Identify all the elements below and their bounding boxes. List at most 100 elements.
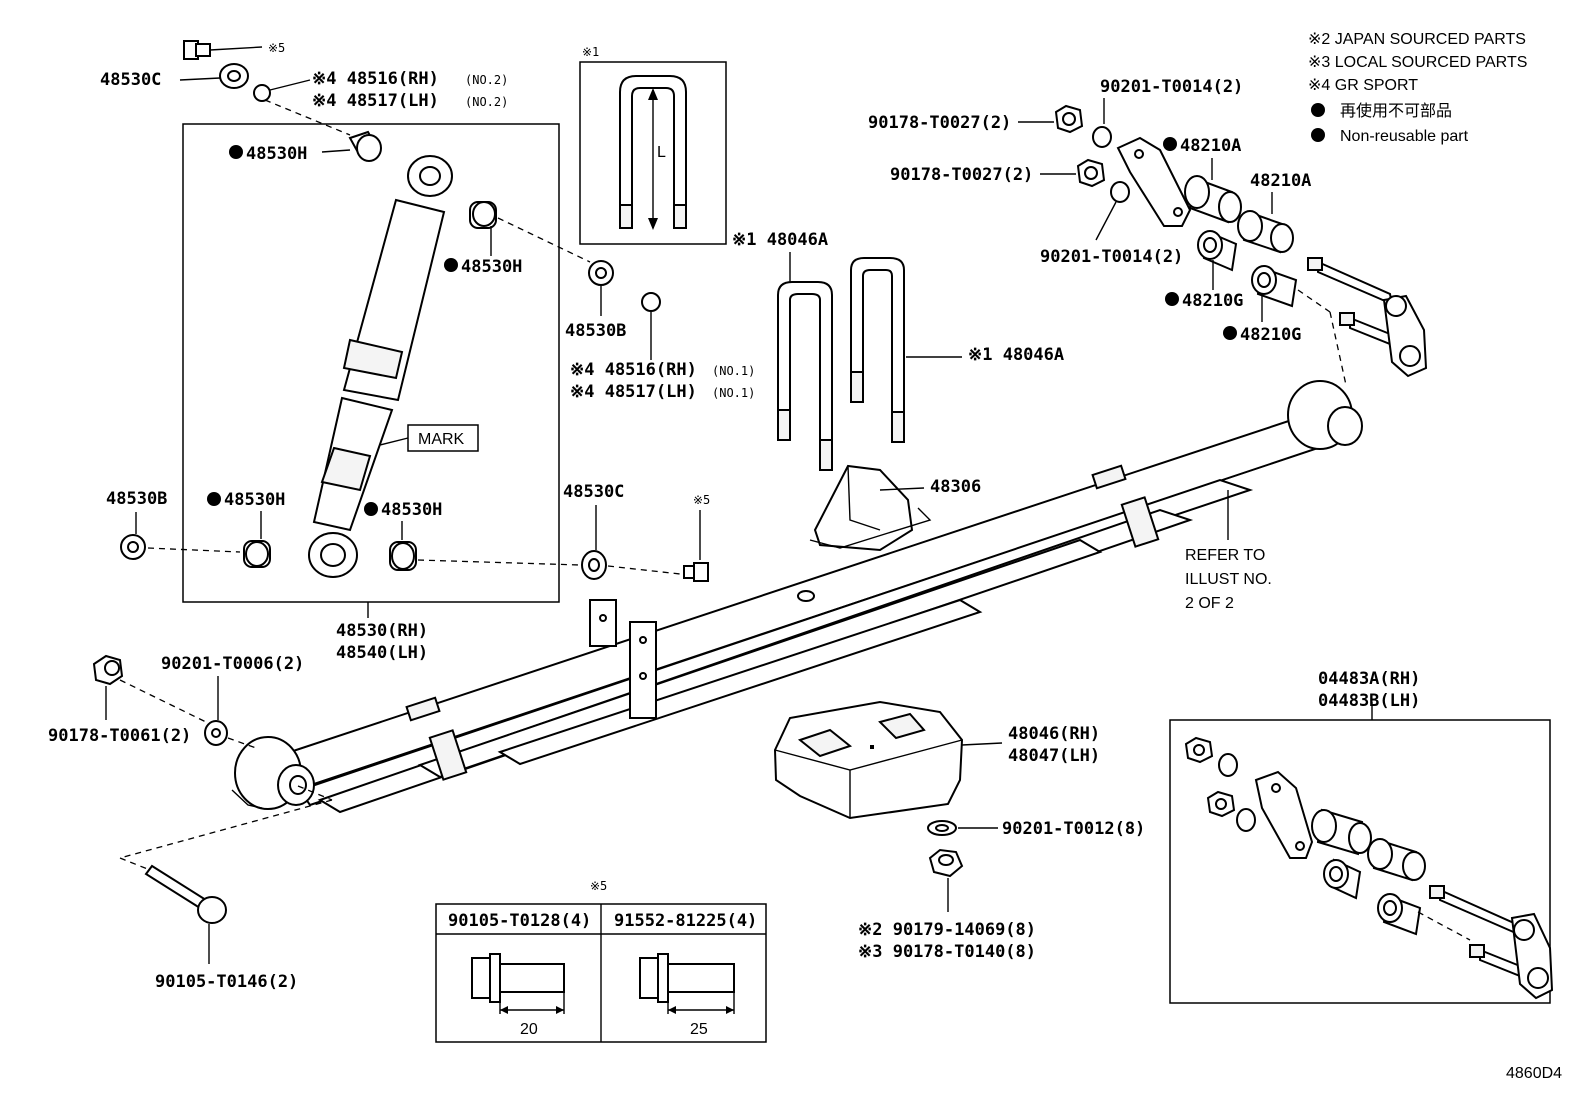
diagram-code: 4860D4 — [1506, 1065, 1562, 1082]
label-48046a-1: ※1 48046A — [732, 230, 828, 250]
leaf-spring[interactable] — [231, 380, 1363, 814]
label-48530-rh: 48530(RH) — [336, 621, 428, 641]
shock-absorber-group: ※5 48530C ※4 48516(RH) (NO.2) ※4 48517(L… — [100, 40, 755, 663]
nut-90179-14069[interactable] — [928, 848, 964, 878]
washer-48516-no1[interactable] — [641, 292, 661, 312]
refer-note-1: REFER TO — [1185, 547, 1265, 564]
label-48516-no1: ※4 48516(RH) — [570, 360, 697, 380]
label-48530c-top: 48530C — [100, 70, 161, 90]
label-48530c-mid: 48530C — [563, 482, 624, 502]
top-bolt[interactable] — [183, 40, 263, 60]
kit-box-04483 — [1169, 719, 1551, 1004]
label-48047-lh: 48047(LH) — [1008, 746, 1100, 766]
label-04483a: 04483A(RH) — [1318, 669, 1420, 689]
label-48530b-left: 48530B — [106, 489, 167, 509]
label-90178-t0140: ※3 90178-T0140(8) — [858, 942, 1036, 962]
label-48210g-1: 48210G — [1182, 291, 1243, 311]
label-90105-t0146: 90105-T0146(2) — [155, 972, 298, 992]
label-90201-t0006: 90201-T0006(2) — [161, 654, 304, 674]
u-bolt-detail: ※1 L — [579, 45, 727, 245]
label-x5-table: ※5 — [590, 879, 607, 893]
non-reusable-bullet-icon — [1165, 292, 1179, 306]
refer-note-2: ILLUST NO. — [1185, 571, 1272, 588]
table-header-90105-t0128: 90105-T0128(4) — [448, 911, 591, 931]
table-dim-20: 20 — [520, 1021, 538, 1038]
shackle-with-studs[interactable] — [1307, 257, 1428, 378]
label-90178-t0027-b: 90178-T0027(2) — [890, 165, 1033, 185]
label-48046a-2: ※1 48046A — [968, 345, 1064, 365]
washer-90201-t0014-a[interactable] — [1092, 126, 1112, 148]
legend-non-reusable-en: Non-reusable part — [1340, 128, 1469, 145]
label-48540-lh: 48540(LH) — [336, 643, 428, 663]
label-48530h-4: 48530H — [381, 500, 442, 520]
label-48516-no2: ※4 48516(RH) — [312, 69, 439, 89]
non-reusable-bullet-icon — [229, 145, 243, 159]
shock-assembly-box — [182, 123, 560, 603]
label-no2-b: (NO.2) — [465, 95, 508, 109]
non-reusable-bullet-icon — [207, 492, 221, 506]
label-90178-t0027-a: 90178-T0027(2) — [868, 113, 1011, 133]
label-48530h-3: 48530H — [224, 490, 285, 510]
label-48517-no2: ※4 48517(LH) — [312, 91, 439, 111]
label-90179-14069: ※2 90179-14069(8) — [858, 920, 1036, 940]
non-reusable-bullet-icon — [1163, 137, 1177, 151]
label-48530h-2: 48530H — [461, 257, 522, 277]
legend-japan-sourced: ※2 JAPAN SOURCED PARTS — [1308, 31, 1526, 48]
label-90201-t0014-b: 90201-T0014(2) — [1040, 247, 1183, 267]
label-48210a-2: 48210A — [1250, 171, 1311, 191]
non-reusable-bullet-icon — [444, 258, 458, 272]
label-no1-a: (NO.1) — [712, 364, 755, 378]
front-nut-90178-t0061[interactable] — [92, 654, 124, 686]
washer-90201-t0014-b[interactable] — [1110, 181, 1130, 203]
kit-parts[interactable] — [1184, 736, 1554, 1000]
label-no1-b: (NO.1) — [712, 386, 755, 400]
label-90201-t0014-a: 90201-T0014(2) — [1100, 77, 1243, 97]
label-x1-box: ※1 — [582, 45, 599, 59]
u-bolts[interactable] — [777, 257, 905, 471]
non-reusable-bullet-icon — [364, 502, 378, 516]
label-48210a-1: 48210A — [1180, 136, 1241, 156]
label-90201-t0012: 90201-T0012(8) — [1002, 819, 1145, 839]
refer-note-3: 2 OF 2 — [1185, 595, 1234, 612]
bushing-48210g-1[interactable] — [1197, 230, 1238, 272]
spring-seat-48046[interactable] — [773, 700, 964, 820]
label-48046-rh: 48046(RH) — [1008, 724, 1100, 744]
label-48530h-1: 48530H — [246, 144, 307, 164]
bushing-48530h-top[interactable] — [348, 130, 382, 162]
legend-local-sourced: ※3 LOCAL SOURCED PARTS — [1308, 54, 1527, 71]
bushing-48530h-lower-left[interactable] — [243, 540, 271, 568]
label-48306: 48306 — [930, 477, 981, 497]
legend: ※2 JAPAN SOURCED PARTS ※3 LOCAL SOURCED … — [1308, 31, 1527, 145]
bushing-48530h-right[interactable] — [469, 201, 497, 229]
non-reusable-bullet-icon — [1311, 128, 1325, 142]
nut-90178-t0027-b[interactable] — [1076, 158, 1106, 188]
shackle-plate[interactable] — [1116, 136, 1192, 227]
legend-non-reusable-jp: 再使用不可部品 — [1340, 102, 1452, 120]
non-reusable-bullet-icon — [1223, 326, 1237, 340]
table-header-91552-81225: 91552-81225(4) — [614, 911, 757, 931]
table-dim-25: 25 — [690, 1021, 708, 1038]
bushing-48210a-2[interactable] — [1237, 210, 1294, 254]
washer-48516-no2[interactable] — [253, 84, 271, 102]
label-l-dimension: L — [657, 144, 666, 161]
bushing-48530h-lower-right[interactable] — [389, 541, 417, 571]
label-48210g-2: 48210G — [1240, 325, 1301, 345]
legend-gr-sport: ※4 GR SPORT — [1308, 77, 1418, 94]
x5-bolt-table: ※5 90105-T0128(4) 91552-81225(4) 20 — [435, 879, 767, 1043]
bushing-48210a-1[interactable] — [1184, 175, 1242, 224]
bump-stopper-48306[interactable] — [809, 464, 932, 552]
non-reusable-bullet-icon — [1311, 103, 1325, 117]
bolt-90105-t0128-icon — [471, 953, 565, 1014]
label-no2-a: (NO.2) — [465, 73, 508, 87]
nut-90178-t0027-a[interactable] — [1054, 104, 1084, 134]
shock-absorber[interactable] — [308, 155, 453, 578]
bushing-48210g-2[interactable] — [1251, 265, 1298, 308]
bolt-x5-mid[interactable] — [683, 562, 709, 582]
label-x5-mid: ※5 — [693, 493, 710, 507]
label-04483b: 04483B(LH) — [1318, 691, 1420, 711]
bolt-90105-t0146[interactable] — [144, 864, 227, 924]
label-48517-no1: ※4 48517(LH) — [570, 382, 697, 402]
bolt-91552-81225-icon — [639, 953, 735, 1014]
